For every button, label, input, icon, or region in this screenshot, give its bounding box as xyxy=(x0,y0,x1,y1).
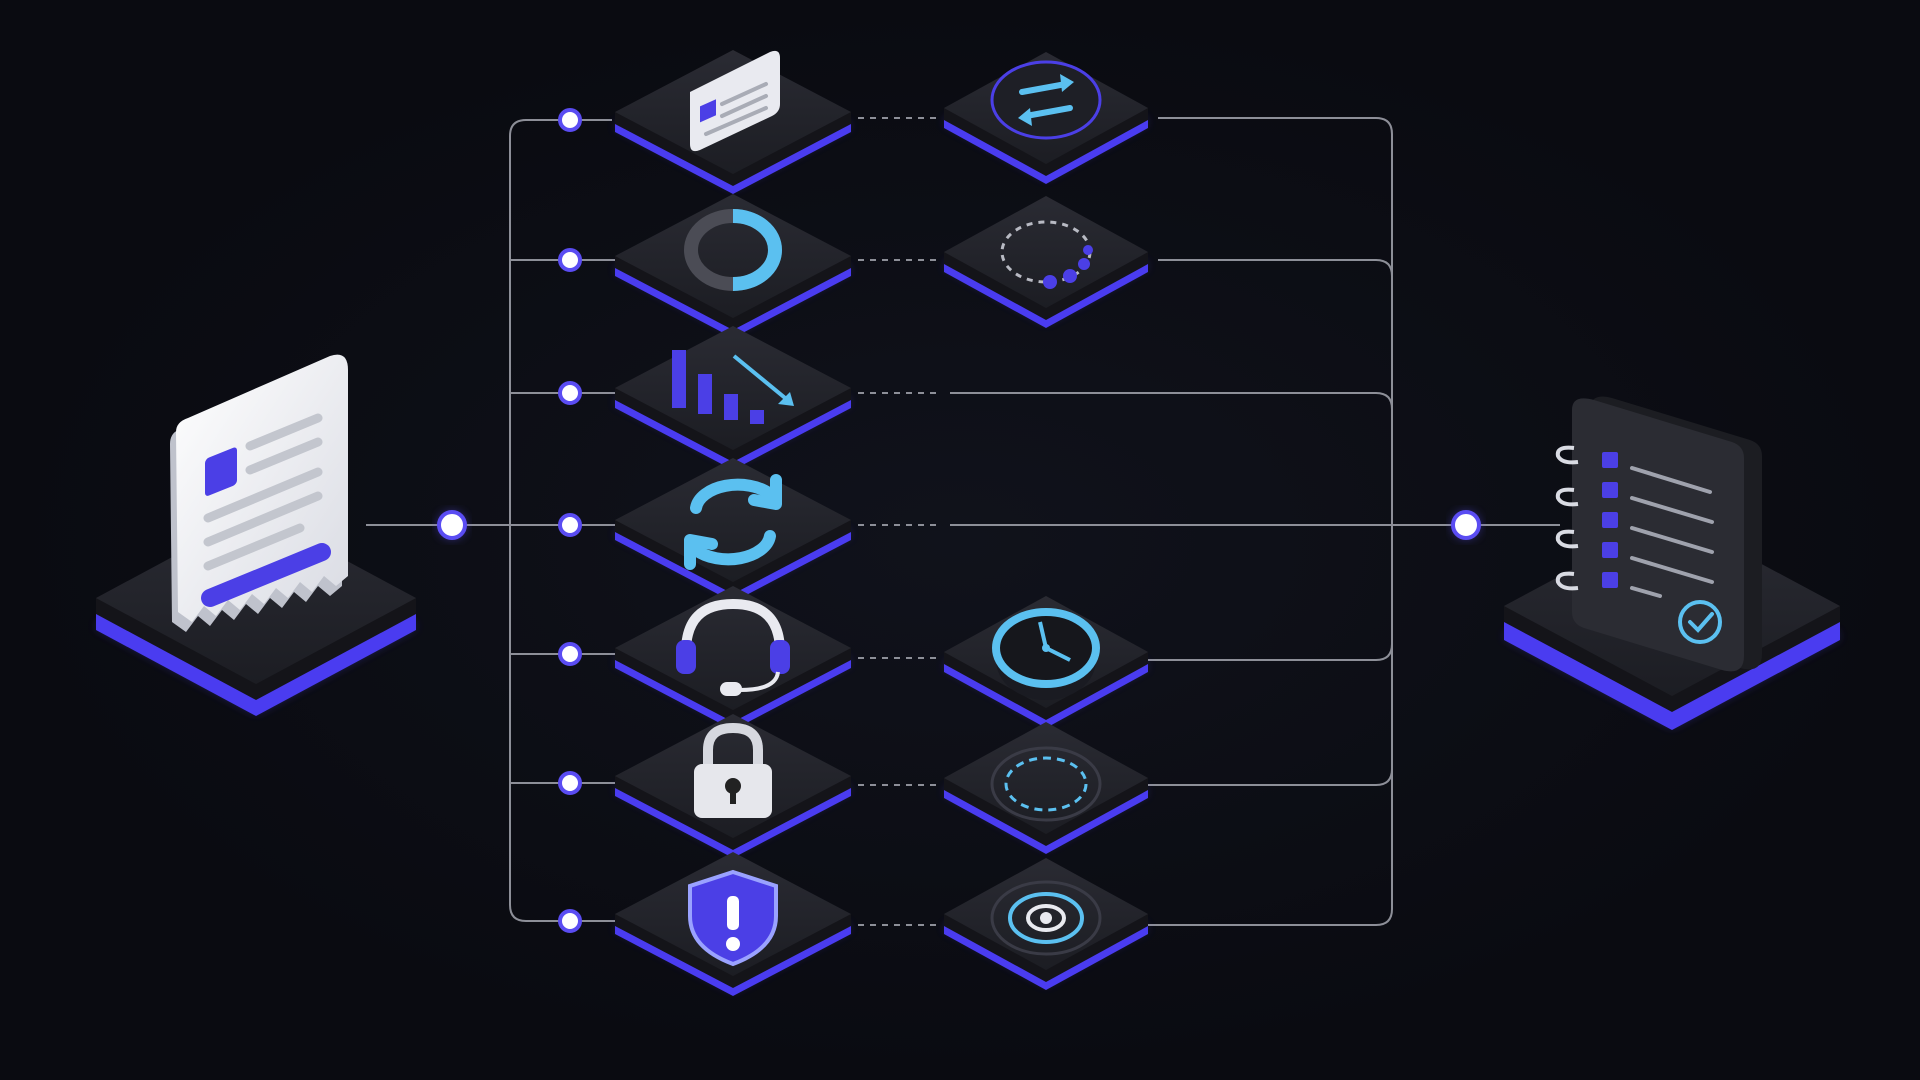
row-node xyxy=(558,108,582,132)
row-tiles xyxy=(615,50,1148,996)
padlock-icon xyxy=(694,722,772,818)
row-node xyxy=(558,642,582,666)
tile-sync xyxy=(615,458,851,602)
row-node xyxy=(558,909,582,933)
dashed-ring-icon xyxy=(990,746,1102,822)
transfer-arrows-icon xyxy=(990,60,1102,140)
dotted-links xyxy=(858,117,940,926)
shield-alert-icon xyxy=(688,869,778,967)
row-node xyxy=(558,248,582,272)
tile-support xyxy=(615,586,851,730)
tile-ring xyxy=(615,194,851,338)
row-node xyxy=(558,513,582,537)
progress-ring-icon xyxy=(684,209,782,291)
connector-nodes xyxy=(437,108,1481,933)
result-tile-lock xyxy=(944,722,1148,854)
row-node xyxy=(558,771,582,795)
payment-card-icon xyxy=(690,50,780,152)
row-node xyxy=(558,381,582,405)
loading-dots-icon xyxy=(1000,220,1093,289)
declining-bar-chart-icon xyxy=(672,350,794,424)
target-node xyxy=(1451,510,1481,540)
clock-icon xyxy=(992,608,1100,700)
receipt-document-icon xyxy=(170,354,348,632)
target-icon xyxy=(990,880,1102,956)
source-node xyxy=(437,510,467,540)
result-tile-ring xyxy=(944,196,1148,328)
sync-arrows-icon xyxy=(684,474,782,570)
right-trunk xyxy=(1375,117,1393,926)
checklist-notebook-icon xyxy=(1555,396,1762,672)
left-trunk xyxy=(509,119,527,922)
headset-icon xyxy=(676,598,790,696)
